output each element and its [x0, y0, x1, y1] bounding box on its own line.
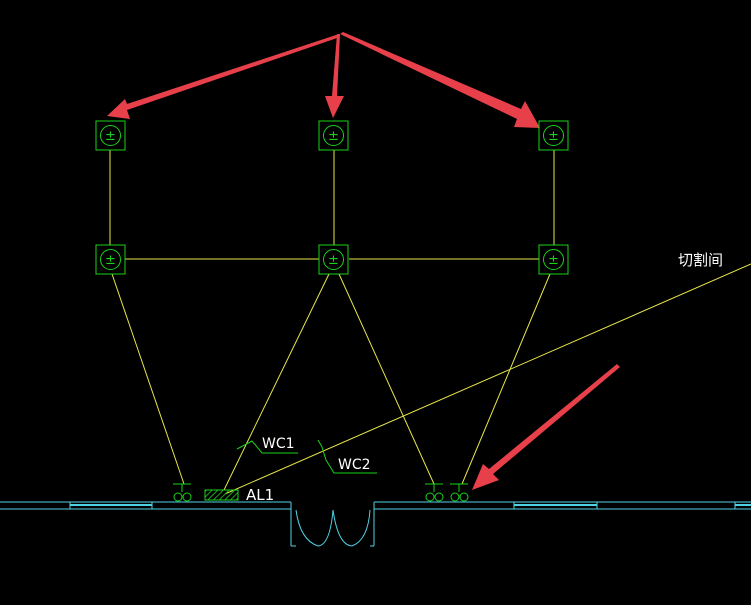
fixture-symbol: ±: [105, 253, 116, 268]
arrow-to-top-mid: [325, 34, 344, 118]
fixture-mid-mid[interactable]: ±: [318, 244, 349, 275]
fixture-top-mid[interactable]: ±: [318, 120, 349, 151]
wall-segment-right: [373, 501, 751, 546]
fixture-mid-right[interactable]: ±: [538, 244, 569, 275]
room-label: 切割间: [678, 251, 723, 269]
wall-segment-left: [0, 501, 292, 546]
fixture-mid-left[interactable]: ±: [95, 244, 126, 275]
circuit-leaders: [236, 439, 377, 474]
fixture-symbol: ±: [328, 129, 339, 144]
section-cut-line: [224, 263, 751, 495]
annotation-arrows: [107, 32, 620, 490]
fixture-top-left[interactable]: ±: [95, 120, 126, 151]
arrow-to-outlet: [472, 364, 620, 490]
panel-label-al1: AL1: [246, 486, 274, 504]
wiring: [109, 150, 751, 495]
distribution-panel[interactable]: [204, 489, 239, 501]
switch-left[interactable]: [173, 483, 192, 502]
arrow-to-top-left: [107, 34, 340, 119]
door-swing: [291, 509, 374, 547]
fixture-symbol: ±: [105, 129, 116, 144]
fixture-symbol: ±: [548, 253, 559, 268]
circuit-label-wc1: WC1: [262, 436, 295, 452]
arrow-to-top-right: [340, 32, 540, 128]
fixture-symbol: ±: [328, 253, 339, 268]
fixture-top-right[interactable]: ±: [538, 120, 569, 151]
circuit-label-wc2: WC2: [338, 457, 371, 473]
switch-right[interactable]: [425, 483, 469, 502]
fixture-symbol: ±: [548, 129, 559, 144]
